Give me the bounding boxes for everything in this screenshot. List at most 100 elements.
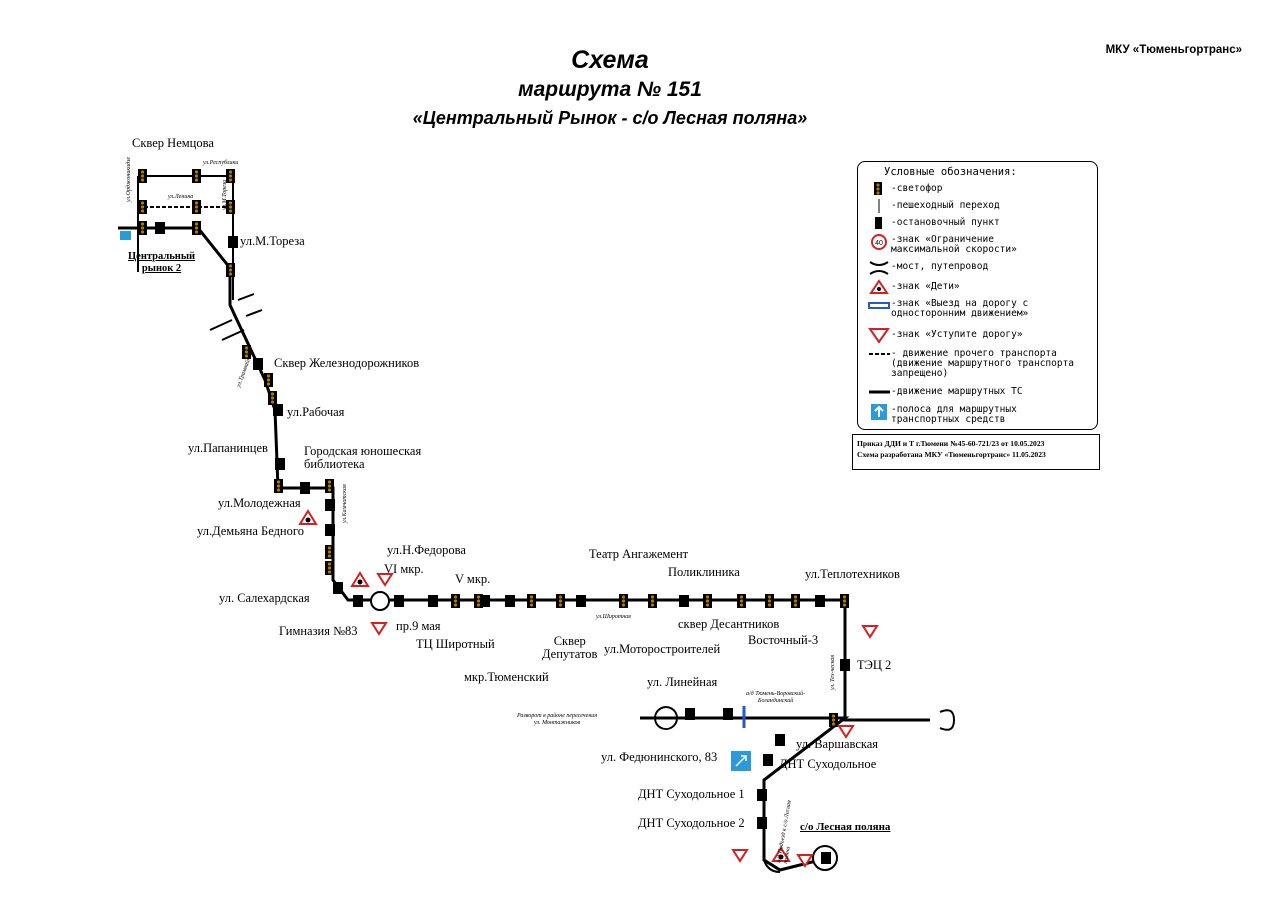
- bus-stop-icon: [480, 595, 490, 607]
- traffic-light-icon: [274, 479, 283, 493]
- bridge-icon: [209, 293, 263, 341]
- stop-label: ул.Рабочая: [287, 405, 345, 419]
- stop-label: мкр.Тюменский: [464, 670, 549, 684]
- traffic-lights: [138, 169, 849, 727]
- one-way-exit-icon: [868, 302, 890, 309]
- route-number: маршрута № 151: [518, 78, 702, 101]
- bus-stop-icon: [253, 358, 263, 370]
- traffic-light-icon: [619, 594, 628, 608]
- traffic-light-icon: [325, 479, 334, 493]
- traffic-light-icon: [325, 561, 334, 575]
- street-label: ул.Республики: [203, 160, 239, 166]
- traffic-light-icon: [192, 221, 201, 235]
- stop-label: пр.9 мая: [396, 619, 441, 633]
- bus-stop-icon: [679, 595, 689, 607]
- stop-label: Сквер Депутатов: [542, 634, 598, 661]
- crosswalk-icon: [878, 199, 880, 213]
- traffic-light-icon: [192, 200, 201, 214]
- bus-stop-icon: [394, 595, 404, 607]
- stop-label: ул.Моторостроителей: [604, 642, 721, 656]
- street-label: ул.Ленина: [168, 194, 194, 200]
- bus-stop-icon: [775, 734, 785, 746]
- stop-label: V мкр.: [455, 572, 491, 586]
- stop-label: ул. Линейная: [647, 675, 718, 689]
- yield-sign-icon: [376, 573, 394, 587]
- bus-stop-icon: [875, 217, 882, 229]
- stop-label: VI мкр.: [384, 562, 424, 576]
- traffic-light-icon: [556, 594, 565, 608]
- yield-sign-icon: [837, 725, 855, 739]
- bus-stop-icon: [325, 499, 335, 511]
- bus-stop-icon: [273, 404, 283, 416]
- traffic-light-icon: [829, 713, 838, 727]
- street-label: а/д Тюмень-Воровский- Богандинский: [746, 691, 806, 704]
- stop-label: сквер Десантников: [678, 617, 780, 631]
- roundabout: [370, 591, 390, 611]
- route-name: «Центральный Рынок - с/о Лесная поляна»: [412, 108, 808, 128]
- bend-south: [763, 859, 781, 873]
- dashed-line-icon: [869, 353, 890, 355]
- yield-sign-icon: [370, 622, 388, 636]
- stop-label: ул. Варшавская: [796, 737, 879, 751]
- traffic-light-icon: [226, 263, 235, 277]
- stop-label: ул.Демьяна Бедного: [197, 524, 304, 538]
- bridge-icon: [869, 261, 889, 275]
- traffic-light-icon: [451, 594, 460, 608]
- stop-label: ДНТ Суходольное 2: [638, 816, 745, 830]
- traffic-light-icon: [765, 594, 774, 608]
- street-label: Разворот в районе пересечения ул. Монтаж…: [517, 713, 598, 726]
- bus-stop-icon: [723, 708, 733, 720]
- traffic-light-icon: [226, 200, 235, 214]
- traffic-light-icon: [192, 169, 201, 183]
- yield-sign-icon: [796, 854, 814, 868]
- bus-stop-icon: [353, 595, 363, 607]
- stop-label: Восточный-3: [748, 633, 819, 647]
- traffic-light-icon: [737, 594, 746, 608]
- bus-stop-icon: [815, 595, 825, 607]
- children-sign-icon: [771, 846, 791, 862]
- bus-stop-icon: [275, 458, 285, 470]
- stop-label: Поликлиника: [668, 565, 740, 579]
- stop-label: ул. Салехардская: [219, 591, 310, 605]
- bus-stop-icon: [428, 595, 438, 607]
- stop-label: ДНТ Суходольное 1: [638, 787, 745, 801]
- bus-stop-icon: [155, 222, 165, 234]
- stop-label-tsentr-rynok: Центральный рынок 2: [128, 251, 196, 274]
- bus-stop-icon: [840, 659, 850, 671]
- organization: МКУ «Тюменьгортранс»: [1105, 44, 1242, 56]
- stop-label: ул.М.Тореза: [240, 234, 305, 248]
- street-label: ул.Широтная: [596, 614, 631, 620]
- bus-stop-icon: [228, 236, 238, 248]
- stop-label: ул.Молодежная: [218, 496, 301, 510]
- bus-stop-icon: [300, 482, 310, 494]
- legend-title: Условные обозначения:: [884, 166, 1017, 178]
- stop-label: Гимназия №83: [279, 624, 358, 638]
- stop-label: Театр Ангажемент: [589, 547, 689, 561]
- stop-label: Городская юношеская библиотека: [304, 444, 422, 471]
- stop-label: ул.Теплотехников: [805, 567, 900, 581]
- bus-stop-icon: [757, 817, 767, 829]
- traffic-light-icon: [226, 169, 235, 183]
- traffic-light-icon: [138, 169, 147, 183]
- street-label: ул.Камчатская: [342, 484, 348, 523]
- bus-stop-icon: [821, 852, 831, 864]
- speed-limit-icon: 40: [871, 234, 887, 250]
- route-line-icon: [869, 390, 890, 394]
- children-sign-icon: [869, 279, 889, 294]
- stop-label: Сквер Железнодорожников: [274, 356, 420, 370]
- traffic-light-icon: [264, 373, 273, 387]
- street-label: ул.Орджоникидзе: [126, 156, 132, 202]
- route-line-south: [640, 716, 850, 872]
- street-label: ул.М.Тореза: [222, 179, 228, 210]
- traffic-light-icon: [874, 182, 882, 195]
- traffic-light-icon: [268, 391, 277, 405]
- traffic-light-icon: [325, 545, 334, 559]
- legend: Условные обозначения: -светофор -пешеход…: [857, 161, 1098, 430]
- svg-text:40: 40: [875, 240, 883, 247]
- bus-stop-icon: [325, 524, 335, 536]
- traffic-light-icon: [791, 594, 800, 608]
- bus-stops: [155, 222, 850, 864]
- children-sign-icon: [298, 509, 318, 525]
- traffic-light-icon: [474, 594, 483, 608]
